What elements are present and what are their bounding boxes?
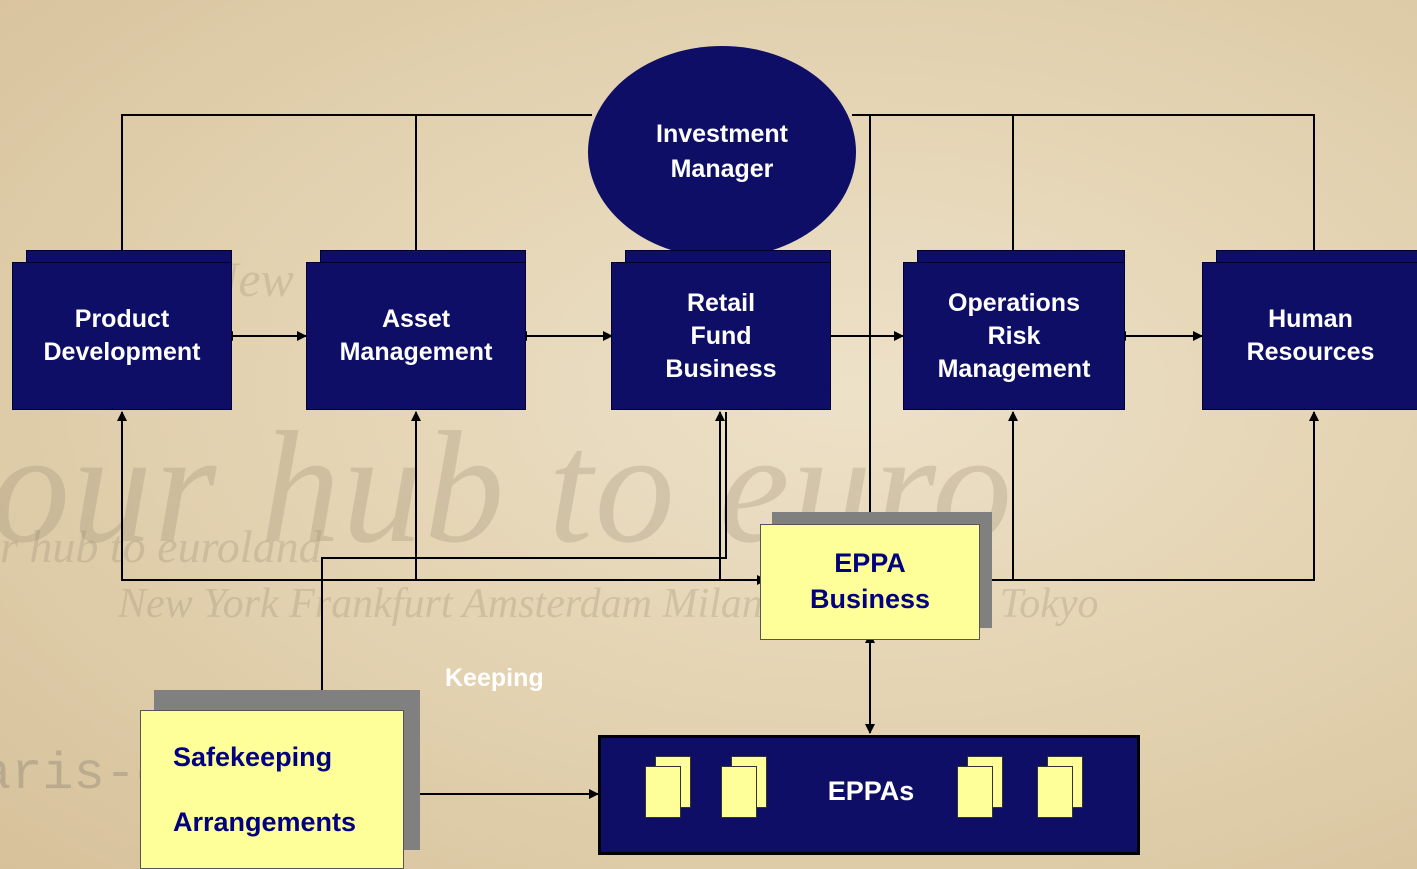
investment-manager-node: Investment Manager (588, 46, 856, 258)
document-icon (957, 756, 1003, 818)
eppas-label: EPPAs (827, 776, 915, 806)
dept-label: Human (1268, 305, 1353, 333)
link-retail-safekeeping (317, 412, 727, 711)
document-icon (645, 756, 691, 818)
dept-label: Retail (686, 288, 756, 317)
link-im-product (117, 114, 592, 263)
eppa-business-line1: EPPA (834, 548, 906, 579)
safekeeping-line2: Arrangements (173, 806, 357, 837)
document-icon (1037, 756, 1083, 818)
investment-manager-line1: Investment (656, 120, 788, 148)
dept-label: Business (665, 354, 777, 383)
link-im-hr (852, 114, 1319, 263)
link-eppa-product (117, 411, 767, 585)
dept-label: Resources (1246, 338, 1375, 366)
dept-label: Fund (690, 321, 752, 350)
eppa-business-line2: Business (809, 584, 931, 614)
link-eppa-hr (971, 411, 1319, 585)
dept-label: Management (339, 338, 493, 366)
dept-label: Product (74, 305, 170, 333)
dept-label: Operations (948, 288, 1080, 317)
safekeeping-line1: Safekeeping (173, 741, 333, 772)
dept-label: Risk (987, 321, 1041, 350)
dept-label: Management (937, 354, 1091, 383)
eppa-business-box: EPPA Business (760, 512, 994, 642)
dept-label: Development (43, 338, 201, 366)
eppas-box: EPPAs (598, 735, 1140, 855)
keeping-label: Keeping (445, 664, 544, 692)
investment-manager-line2: Manager (670, 155, 774, 183)
dept-label: Asset (381, 305, 451, 333)
document-icon (721, 756, 767, 818)
